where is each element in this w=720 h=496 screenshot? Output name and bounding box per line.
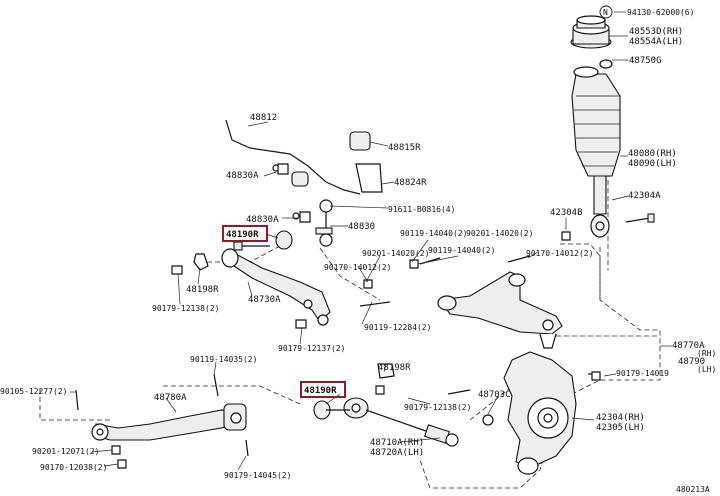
label-90170-14012-right: 90170-14012(2) [526,249,593,258]
lower-arm-no1 [221,248,331,326]
label-48780a: 48780A [154,393,187,403]
label-90119-14040-b: 90119-14040(2) [428,246,495,255]
label-48770a: 48770A [672,341,705,351]
label-90179-14045: 90179-14045(2) [224,471,291,480]
label-48720a: 48720A(LH) [370,448,424,458]
label-48790: 48790 [678,357,705,367]
highlight-box-48190r-top [222,225,268,242]
label-48190r-top: 48190R [226,230,259,240]
label-48554a: 48554A(LH) [629,37,683,47]
bushings-and-fasteners [193,163,571,426]
label-48198r-left: 48198R [186,285,219,295]
rear-axle-carrier [503,351,577,475]
label-90119-12284: 90119-12284(2) [364,323,431,332]
air-spring-assembly [570,15,621,238]
lower-arm-48780a [91,403,247,441]
label-48190r-bottom: 48190R [304,386,337,396]
label-90119-14040-a: 90119-14040(2) [400,229,467,238]
part-labels: 94130-62000(6) 48553D(RH) 48554A(LH) 487… [0,8,716,494]
leader-lines [70,11,672,471]
label-90201-14020-a: 90201-14020(2) [466,229,533,238]
label-48830a-upper: 48830A [226,171,259,181]
label-48824r: 48824R [394,178,427,188]
label-90170-12038: 90170-12038(2) [40,463,107,472]
label-48790-lh: (LH) [697,365,716,374]
label-90179-12137: 90179-12137(2) [278,344,345,353]
label-90179-12138-left: 90179-12138(2) [152,304,219,313]
label-94130-62000: 94130-62000(6) [627,8,694,17]
label-42304b: 42304B [550,208,583,218]
label-48730a: 48730A [248,295,281,305]
label-42305-lh: 42305(LH) [596,423,645,433]
label-90119-14035: 90119-14035(2) [190,355,257,364]
upper-control-arm [437,271,563,349]
label-42304-rh: 42304(RH) [596,413,645,423]
highlight-box-48190r-bottom [300,381,346,398]
label-48830: 48830 [348,222,375,232]
label-48750g: 48750G [629,56,662,66]
label-48770a-rh: (RH) [697,349,716,358]
label-91611-b0816: 91611-B0816(4) [388,205,455,214]
toe-control-rod [343,397,459,447]
label-90105-12277: 90105-12277(2) [0,387,67,396]
label-48830a-lower: 48830A [246,215,279,225]
note-marker-text: N [603,8,608,17]
label-48812: 48812 [250,113,277,123]
label-90201-12071: 90201-12071(2) [32,447,99,456]
note-marker-circle [599,5,613,19]
label-90170-14012-left: 90170-14012(2) [324,263,391,272]
label-90179-14019: 90179-14019 [616,369,669,378]
label-90179-12138-right: 90179-12138(2) [404,403,471,412]
bolts [75,213,655,469]
figure-id: 480213A [676,485,710,494]
stabilizer-bar [225,119,383,220]
label-48080: 48080(RH) [628,149,677,159]
label-48815r: 48815R [388,143,421,153]
label-90201-14020-b: 90201-14020(2) [362,249,429,258]
label-48553d: 48553D(RH) [629,27,683,37]
label-48090: 48090(LH) [628,159,677,169]
stabilizer-link [315,199,333,247]
label-48710a: 48710A(RH) [370,438,424,448]
label-42304a: 42304A [628,191,661,201]
label-48198r-right: 48198R [378,363,411,373]
label-48703c: 48703C [478,390,511,400]
